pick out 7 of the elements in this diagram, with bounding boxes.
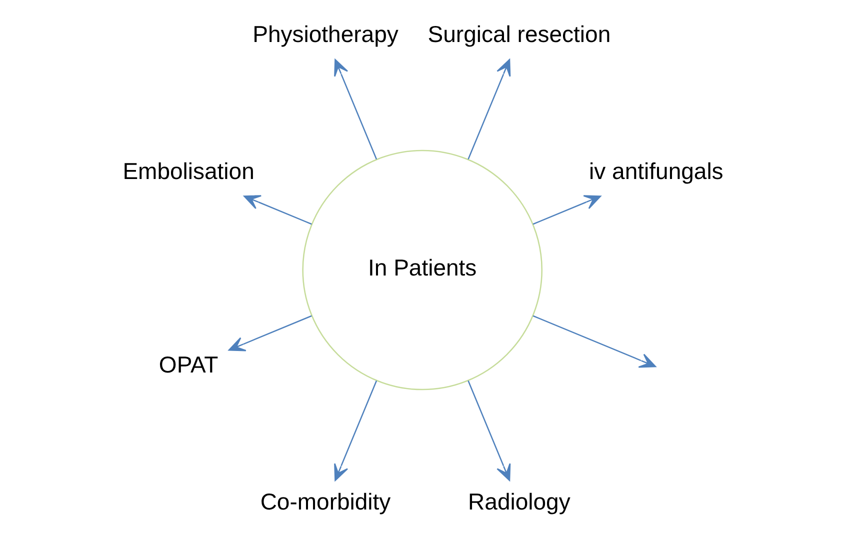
node-text: iv antifungals: [589, 158, 724, 184]
node-text: Embolisation: [122, 158, 254, 184]
node-text: OPAT: [158, 351, 218, 378]
node-text: Co-morbidity: [260, 488, 391, 514]
node-text: Physiotherapy: [252, 20, 398, 47]
node-text: Surgical resection: [428, 20, 611, 47]
node-text: Radiology: [468, 488, 570, 514]
